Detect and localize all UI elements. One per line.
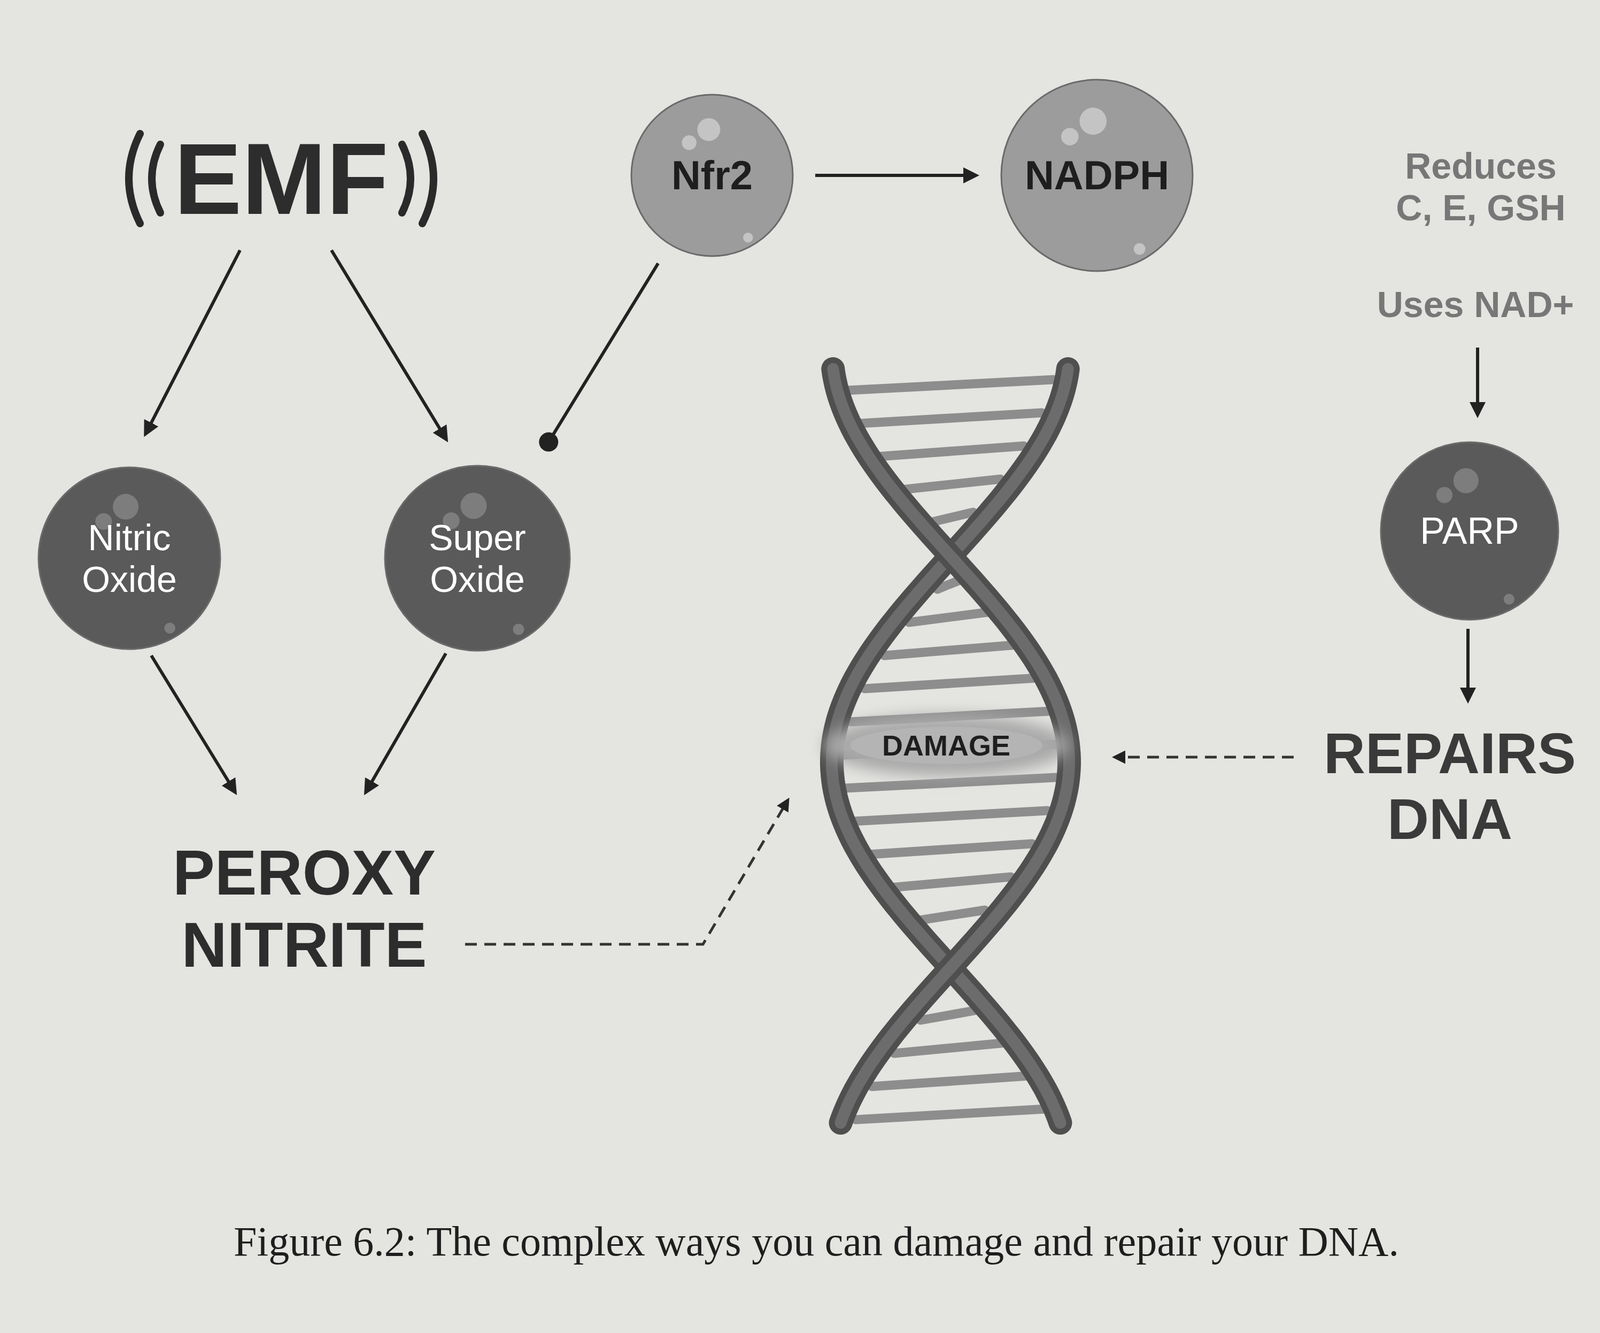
dna-rung <box>868 843 1032 855</box>
dna-rung <box>871 1075 1030 1087</box>
molecule-circle: NADPH <box>1000 78 1194 273</box>
note-label: Reduces C, E, GSH <box>1387 145 1575 229</box>
dna-strand <box>831 368 1069 1123</box>
dna-rung <box>884 644 1017 656</box>
radical-circle: Super Oxide <box>383 464 571 652</box>
node-label: NADPH <box>1024 151 1170 199</box>
figure-caption: Figure 6.2: The complex ways you can dam… <box>233 1217 1399 1266</box>
node-shape <box>37 466 222 651</box>
emf-label: EMF <box>173 120 389 237</box>
dna-helix <box>831 368 1070 1123</box>
dna-rung <box>890 876 1011 888</box>
enzyme-circle: PARP <box>1379 441 1560 621</box>
radical-circle: Nitric Oxide <box>37 466 222 651</box>
node-label: DAMAGE <box>882 728 1011 762</box>
dna-rung <box>853 810 1048 822</box>
dna-rung <box>893 1042 1007 1054</box>
dna-strand <box>832 368 1070 1123</box>
dna-rung <box>855 1108 1046 1120</box>
node-label: Nitric Oxide <box>57 516 202 600</box>
protein-circle: Nfr2 <box>630 93 794 258</box>
dashed-arrows <box>465 756 1294 945</box>
dna-rung <box>920 1009 981 1020</box>
dna-rung <box>908 611 992 623</box>
dna-rung <box>864 677 1038 689</box>
product-label: PEROXY NITRITE <box>154 836 454 981</box>
dna-rung <box>877 445 1024 457</box>
node-label: Super Oxide <box>404 516 551 600</box>
node-label: Nfr2 <box>671 151 753 199</box>
node-shape <box>383 464 571 652</box>
arrows <box>145 250 1478 793</box>
connector <box>815 175 977 176</box>
dna-strand <box>832 368 1070 1123</box>
dna-rung <box>916 909 986 921</box>
result-label: REPAIRS DNA <box>1310 720 1589 852</box>
dna-rung <box>900 478 1001 490</box>
damage-oval: DAMAGE <box>812 705 1080 786</box>
dna-strand <box>831 368 1069 1123</box>
dna-rung <box>847 379 1054 391</box>
note-label: Uses NAD+ <box>1377 283 1575 326</box>
dna-rung <box>845 777 1056 788</box>
connector <box>538 263 659 452</box>
dna-rung <box>859 412 1042 424</box>
node-label: PARP <box>1419 509 1519 553</box>
